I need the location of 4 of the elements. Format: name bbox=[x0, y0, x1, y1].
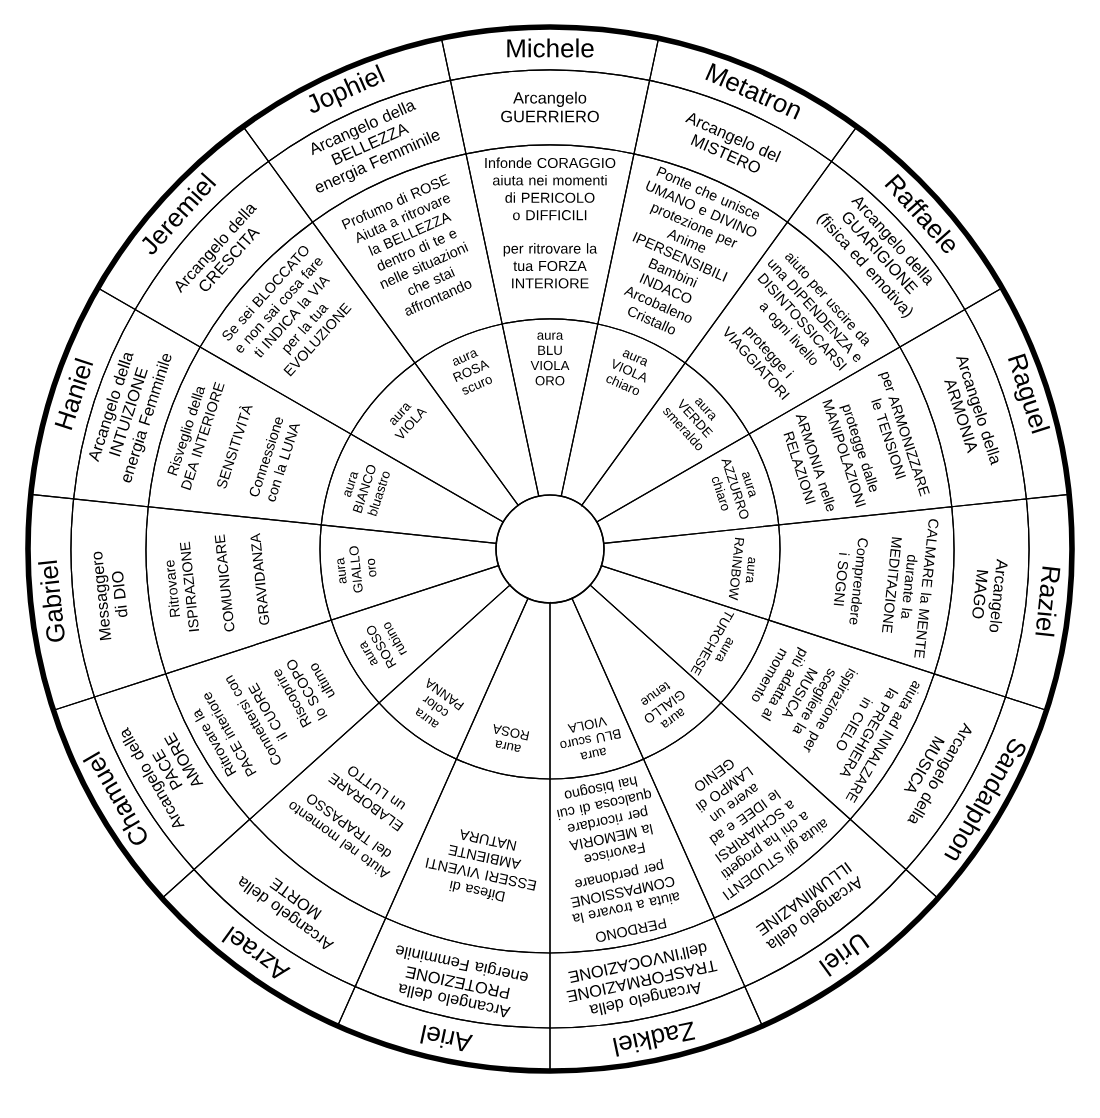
title-segment: Arcangelo GUERRIERO bbox=[449, 69, 651, 155]
title-segment: Messaggero di DIO bbox=[70, 498, 167, 698]
name-segment: Gabriel bbox=[27, 493, 96, 711]
name-segment: Michele bbox=[440, 26, 660, 82]
